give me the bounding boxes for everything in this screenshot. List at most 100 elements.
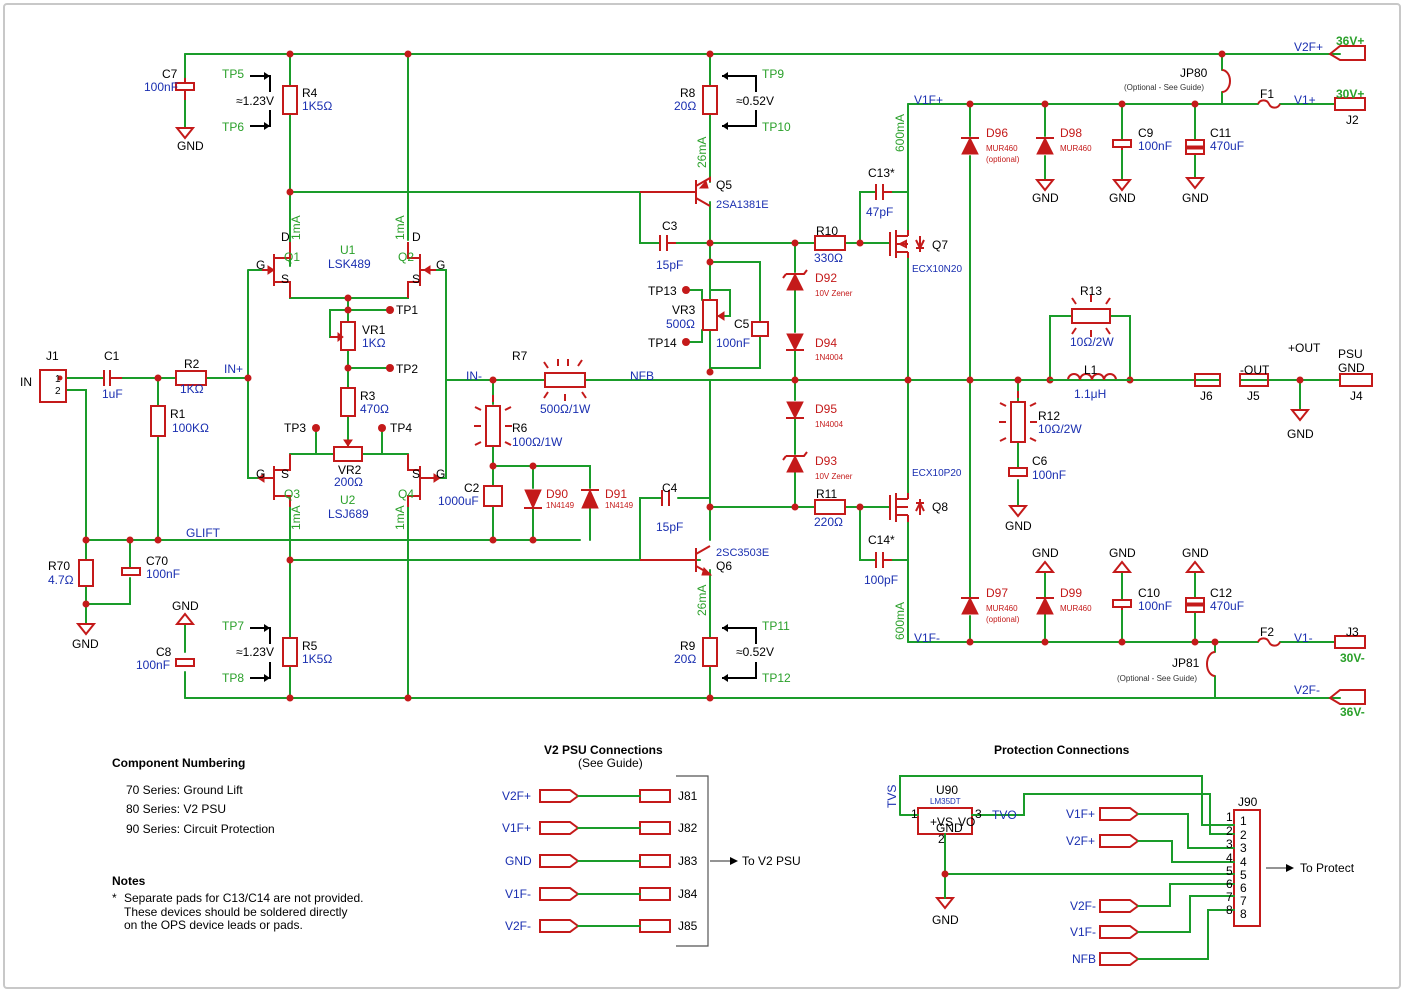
label-d99: D99: [1060, 586, 1082, 600]
label-d92: D92: [815, 271, 837, 285]
value-r9: 20Ω: [674, 652, 696, 666]
value-d98: MUR460: [1060, 144, 1092, 153]
gnd-label-c9: GND: [1109, 191, 1136, 205]
label-c4: C4: [662, 481, 678, 495]
notes-star: *: [112, 891, 117, 905]
value-d94: 1N4004: [815, 353, 844, 362]
value-u90: LM35DT: [930, 797, 961, 806]
j90-pin2: 2: [1240, 828, 1247, 842]
junctions: [82, 50, 1304, 702]
pot-vr2-arrow: [343, 439, 353, 447]
note-jp80: (Optional - See Guide): [1124, 83, 1204, 92]
value-c1: 1uF: [102, 387, 123, 401]
label-c12: C12: [1210, 586, 1232, 600]
value-u2: LSJ689: [328, 507, 369, 521]
measure-tp11-tp12: ≈0.52V: [736, 645, 774, 659]
label-u1: U1: [340, 243, 356, 257]
gnd-label-c7: GND: [177, 139, 204, 153]
pot-vr2: [333, 446, 363, 462]
pin-q2-g: G: [436, 258, 445, 272]
j90-pin8: 8: [1240, 907, 1247, 921]
net-v1-plus: V1+: [1294, 93, 1316, 107]
gnd-label-r70: GND: [72, 637, 99, 651]
numbering-title: Component Numbering: [112, 756, 245, 770]
value-d96: MUR460: [986, 144, 1018, 153]
gnd-label-j5: GND: [1287, 427, 1314, 441]
value-u1: LSK489: [328, 257, 371, 271]
resistor-r12: [1010, 401, 1026, 443]
gnd-label-u90: GND: [932, 913, 959, 927]
label-tp10: TP10: [762, 120, 791, 134]
gnd-label-d98: GND: [1032, 191, 1059, 205]
label-q6: Q6: [716, 559, 732, 573]
net-tvs: TVS: [885, 785, 899, 808]
protection-net: V2F+: [1066, 834, 1095, 848]
resistor-r1: [150, 405, 166, 437]
resistor-r13: [1071, 308, 1111, 324]
label-r4: R4: [302, 86, 318, 100]
value-d93: 10V Zener: [815, 472, 853, 481]
value-d95: 1N4004: [815, 420, 844, 429]
label-r8: R8: [680, 86, 696, 100]
v2psu-subtitle: (See Guide): [578, 756, 643, 770]
resistor-r5: [282, 637, 298, 667]
net-v2f-plus: V2F+: [1294, 40, 1323, 54]
note-jp81: (Optional - See Guide): [1117, 674, 1197, 683]
label-d97: D97: [986, 586, 1008, 600]
value-vr1: 1KΩ: [362, 336, 386, 350]
label-j3: J3: [1346, 625, 1359, 639]
measure-tp9-tp10: ≈0.52V: [736, 94, 774, 108]
bjts: [640, 176, 711, 575]
protection-target: To Protect: [1300, 861, 1355, 875]
value-r6: 100Ω/1W: [512, 435, 563, 449]
net-glift: GLIFT: [186, 526, 221, 540]
value-r10: 330Ω: [814, 251, 843, 265]
net-v1f-plus: V1F+: [914, 93, 943, 107]
capacitor-c6: [1008, 467, 1028, 477]
measure-tp5-tp6: ≈1.23V: [236, 94, 274, 108]
j90-pin4: 4: [1240, 855, 1247, 869]
label-c3: C3: [662, 219, 678, 233]
value-c11: 470uF: [1210, 139, 1244, 153]
gnd-label-c11: GND: [1182, 191, 1209, 205]
label-tp7: TP7: [222, 619, 244, 633]
value-r3: 470Ω: [360, 402, 389, 416]
v2psu-net: GND: [505, 854, 532, 868]
pin-q3-g: G: [256, 467, 265, 481]
label-d91: D91: [605, 487, 627, 501]
numbering-item: 80 Series: V2 PSU: [126, 802, 226, 816]
net-connectors: [1194, 45, 1373, 705]
label-r5: R5: [302, 639, 318, 653]
label-d94: D94: [815, 336, 837, 350]
fuse-f2: [1257, 637, 1281, 647]
label-f1: F1: [1260, 87, 1274, 101]
j90-pin1: 1: [1240, 814, 1247, 828]
resistor-r6: [485, 405, 501, 447]
value-c12: 470uF: [1210, 599, 1244, 613]
v2psu-net: V1F+: [502, 821, 531, 835]
value-d97: MUR460: [986, 604, 1018, 613]
label-j4: J4: [1350, 389, 1363, 403]
pot-vr1: [340, 321, 356, 351]
v2-psu-panel: [539, 775, 738, 947]
label-r11: R11: [816, 487, 837, 501]
label-vr1: VR1: [362, 323, 386, 337]
pin-q3-s: S: [281, 467, 289, 481]
ground-symbols: [75, 127, 1311, 910]
value-c4: 15pF: [656, 520, 683, 534]
resistor-r7: [544, 372, 586, 388]
j90-pin3: 3: [1240, 841, 1247, 855]
label-d93: D93: [815, 454, 837, 468]
v2psu-jack: J84: [678, 887, 698, 901]
net-in-plus: IN+: [224, 362, 243, 376]
j90-pin1-left: 1: [1226, 810, 1233, 824]
label-36v-plus: 36V+: [1336, 34, 1364, 48]
gnd-label-c8: GND: [172, 599, 199, 613]
label-tp3: TP3: [284, 421, 306, 435]
label-c8: C8: [156, 645, 172, 659]
pin-q1-d: D: [281, 230, 290, 244]
value-c9: 100nF: [1138, 139, 1172, 153]
value-q5: 2SA1381E: [716, 199, 769, 211]
note-d97: (optional): [986, 615, 1020, 624]
capacitor-c70: [121, 567, 141, 576]
